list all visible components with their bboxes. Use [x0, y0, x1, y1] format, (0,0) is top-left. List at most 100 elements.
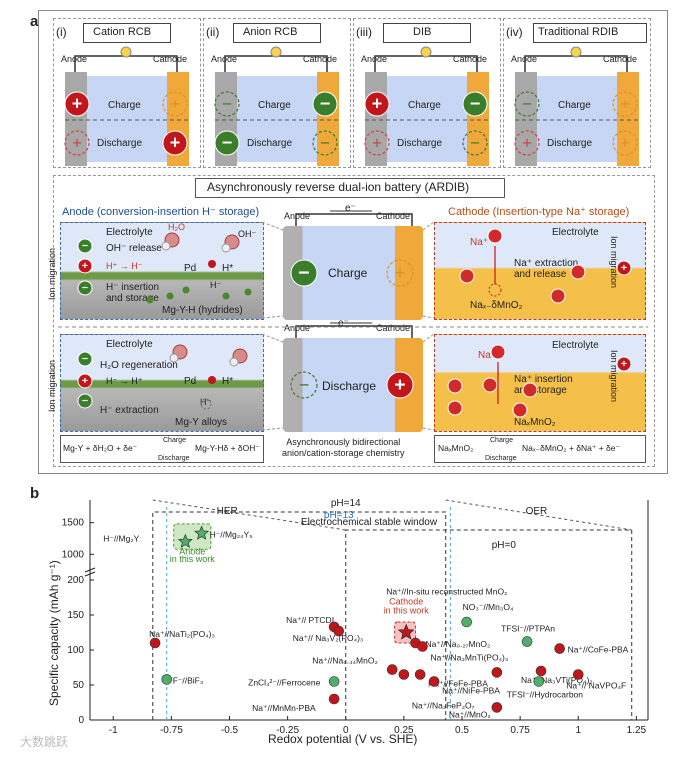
- ion-dashed-icon-sign: +: [372, 133, 382, 152]
- cation-dashed-icon-sign: +: [395, 263, 406, 283]
- oer-label: OER: [526, 506, 548, 517]
- center-caption: Asynchronously bidirectional anion/catio…: [282, 437, 405, 458]
- y-tick-label: 1500: [62, 518, 85, 529]
- ion-dashed-icon: [514, 91, 540, 117]
- cell-cathode-label: Cathode: [453, 54, 488, 64]
- hydrogen-atom-icon: [229, 357, 239, 367]
- data-point: [149, 637, 161, 649]
- ph13-label: pH=13: [324, 510, 354, 521]
- anion-icon-sign: −: [298, 262, 309, 284]
- panel-a-label: a: [30, 13, 39, 30]
- cation-small-icon: [77, 258, 93, 274]
- data-point: [554, 643, 565, 654]
- na-ion-icon: [490, 344, 506, 360]
- battery-type-cell: [353, 18, 501, 168]
- hydride-dot-icon: [222, 292, 230, 300]
- ion-icon-sign: +: [372, 93, 383, 113]
- data-point-label: H⁻//Mg₂₄Y₅: [210, 529, 253, 539]
- bulb-icon: [270, 46, 282, 58]
- watermark: 大数跳跃: [20, 735, 69, 749]
- connector-line: [422, 221, 435, 231]
- center-anode-bottom: Anode: [284, 323, 311, 333]
- anion-small-icon: [77, 393, 93, 409]
- cell-anode-label: Anode: [361, 54, 388, 64]
- h-star-top: H*: [222, 263, 234, 274]
- ion-dashed-icon: [312, 130, 338, 156]
- na-extraction-label: Na⁺ extraction and release: [514, 258, 579, 280]
- connector-line: [261, 315, 284, 319]
- pd-label-top: Pd: [184, 263, 197, 274]
- cation-small-icon: [616, 356, 632, 372]
- data-point: [428, 676, 440, 687]
- cell-title: Traditional RDIB: [538, 26, 619, 38]
- anode-electrolyte-top: Electrolyte: [106, 227, 153, 238]
- cation-small-icon: [77, 373, 93, 389]
- anion-small-icon-sign: −: [82, 353, 88, 365]
- cathode-eq-left: NaₓMnO₂: [438, 443, 474, 453]
- her-label: HER: [217, 506, 238, 517]
- anode-eq-right: Mg-Y-Hδ + δOH⁻: [195, 443, 260, 453]
- cathode-eq-right: Naₓ₋δMnO₂ + δNa⁺ + δe⁻: [522, 443, 620, 453]
- y-tick-label: 100: [67, 645, 84, 656]
- cell-discharge-text: Discharge: [397, 138, 442, 149]
- bulb-icon: [120, 46, 132, 58]
- h-insertion-label: H⁻ insertion and storage: [106, 282, 160, 304]
- hydrogen-atom-icon: [161, 241, 171, 251]
- data-point-label: Na⁺//Na₂FeP₂O₇: [412, 701, 475, 711]
- cell-anode-label: Anode: [61, 54, 88, 64]
- cation-small-icon-sign: +: [82, 260, 88, 272]
- data-point-label: Na⁺//Na₃MnTi(PO₄)₃: [430, 653, 508, 663]
- na-ion-icon: [512, 402, 528, 418]
- na-ion-icon: [570, 264, 586, 280]
- x-tick-label: -0.75: [160, 725, 183, 736]
- data-point-label: Na⁺//Na₀.₂₇MnO₂: [426, 639, 491, 649]
- cation-small-icon: [616, 260, 632, 276]
- cell-number: (iii): [356, 25, 372, 39]
- cell-cathode-label: Cathode: [603, 54, 638, 64]
- ion-dashed-icon: [214, 91, 240, 117]
- na-ion-icon: [447, 378, 463, 394]
- cation-small-icon-sign: +: [621, 358, 627, 370]
- na-ion-icon: [522, 382, 538, 398]
- cell-cathode-label: Cathode: [303, 54, 338, 64]
- data-point-label: Na⁺//Na₃VTi(PO₄)₃: [521, 675, 593, 685]
- x-tick-label: 0.75: [510, 725, 530, 736]
- anode-eq-charge: Charge: [163, 437, 186, 444]
- anion-small-icon: [77, 280, 93, 296]
- hydride-dot-icon: [182, 286, 190, 294]
- x-tick-label: 0.5: [455, 725, 469, 736]
- y-tick-label: 150: [67, 610, 84, 621]
- x-tick-label: -0.25: [276, 725, 299, 736]
- window-slope: [445, 499, 632, 531]
- oh-release-label: OH⁻ release: [106, 243, 162, 254]
- h2o-regeneration-label: H₂O regeneration: [100, 360, 178, 371]
- ion-dashed-icon-sign: −: [320, 133, 330, 152]
- anion-icon: [290, 259, 318, 287]
- data-point-label: Na⁺// PTCDI: [286, 615, 334, 625]
- window-label: Electrochemical stable window: [301, 517, 438, 528]
- anion-small-icon-sign: −: [82, 282, 88, 294]
- data-point: [328, 693, 340, 705]
- window-slope: [152, 499, 346, 531]
- y-tick-label: 0: [78, 715, 84, 726]
- data-point-star: [397, 623, 415, 640]
- na-plus-top: Na⁺: [470, 237, 489, 248]
- data-point-label: Na⁺// NaVPO₄F: [566, 681, 626, 691]
- anode-discharge-box: [60, 334, 264, 432]
- center-anode-top: Anode: [284, 211, 311, 221]
- cathode-note-1: Cathode: [389, 597, 423, 607]
- data-point: [491, 667, 503, 678]
- ion-dashed-icon: [612, 91, 638, 117]
- ph14-label: pH=14: [331, 498, 361, 509]
- ion-icon: [214, 130, 240, 156]
- ion-dashed-icon-sign: −: [522, 94, 532, 113]
- ion-dashed-icon: [64, 130, 90, 156]
- axis-break-mark: [84, 571, 96, 577]
- data-point: [521, 636, 533, 647]
- ion-icon-sign: +: [72, 93, 83, 113]
- na-ion-icon: [459, 268, 475, 284]
- ion-dashed-icon-sign: +: [522, 133, 532, 152]
- data-point: [572, 669, 584, 680]
- y-axis-title: Specific capacity (mAh g⁻¹): [47, 560, 61, 706]
